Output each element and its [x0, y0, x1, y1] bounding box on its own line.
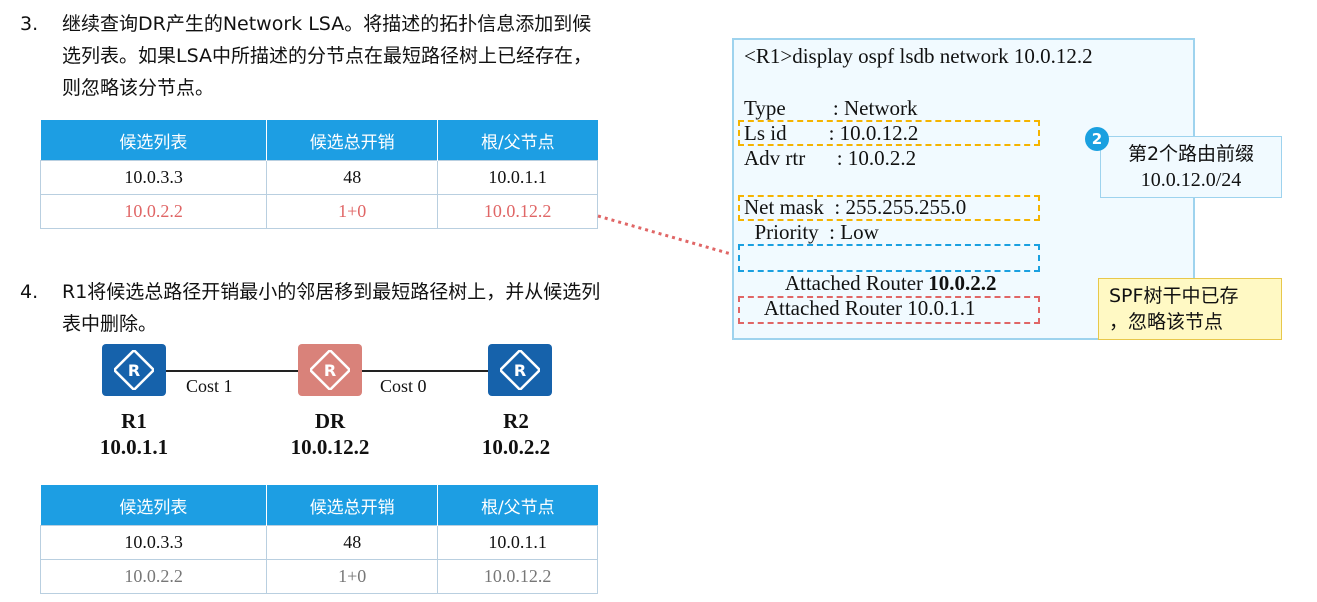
table-cell: 10.0.12.2 — [437, 559, 598, 594]
console-ls-id: Ls id : 10.0.12.2 — [744, 121, 919, 145]
router-icon: R — [310, 350, 350, 390]
console-attached-router-2: Attached Router 10.0.1.1 — [744, 296, 976, 320]
svg-text:R: R — [324, 361, 336, 380]
console-net-mask: Net mask : 255.255.255.0 — [744, 195, 967, 219]
table-cell: 10.0.2.2 — [39, 559, 268, 594]
svg-text:R: R — [514, 361, 526, 380]
table-cell: 10.0.3.3 — [39, 160, 268, 195]
router-ip: 10.0.1.1 — [99, 435, 169, 459]
table-header-row: 候选列表 候选总开销 根/父节点 — [40, 120, 598, 161]
column-header: 候选列表 — [40, 120, 268, 161]
table-cell: 10.0.1.1 — [437, 160, 598, 195]
router-ip: 10.0.2.2 — [481, 435, 551, 459]
router-name: R2 — [503, 409, 529, 433]
step-3-line-2: 选列表。如果LSA中所描述的分节点在最短路径树上已经存在， — [62, 45, 592, 67]
badge-number: 2 — [1091, 130, 1103, 148]
router-r1: R — [102, 344, 166, 396]
router-name: DR — [314, 409, 346, 433]
table-header-row: 候选列表 候选总开销 根/父节点 — [40, 485, 598, 526]
attached-router-1-highlight — [738, 244, 1040, 272]
route-prefix-callout: 第2个路由前缀 10.0.12.0/24 — [1100, 136, 1282, 198]
column-header: 根/父节点 — [437, 485, 598, 526]
table-cell: 10.0.2.2 — [39, 194, 268, 229]
table-cell: 1+0 — [266, 194, 439, 229]
spf-callout-line-2: ，忽略该节点 — [1109, 311, 1224, 333]
router-dr-label: DR 10.0.12.2 — [260, 408, 400, 460]
step-4-line-1: R1将候选总路径开销最小的邻居移到最短路径树上，并从候选列 — [62, 281, 601, 303]
callout-title: 第2个路由前缀 — [1127, 143, 1255, 165]
cost-label-1: Cost 1 — [186, 376, 233, 396]
step-3-line-1: 继续查询DR产生的Network LSA。将描述的拓扑信息添加到候 — [62, 13, 592, 35]
candidate-table-2: 候选列表 候选总开销 根/父节点 10.0.3.3 48 10.0.1.1 10… — [39, 485, 598, 594]
console-adv-rtr: Adv rtr : 10.0.2.2 — [744, 146, 917, 170]
net-mask-highlight — [738, 195, 1040, 221]
candidate-table-1: 候选列表 候选总开销 根/父节点 10.0.3.3 48 10.0.1.1 10… — [39, 120, 598, 229]
router-ip: 10.0.12.2 — [290, 435, 370, 459]
table-row-removed: 10.0.2.2 1+0 10.0.12.2 — [39, 559, 598, 594]
spf-callout: SPF树干中已存 ，忽略该节点 — [1098, 278, 1282, 340]
step-4: 4. R1将候选总路径开销最小的邻居移到最短路径树上，并从候选列 表中删除。 — [20, 276, 700, 342]
number-badge-icon: 2 — [1085, 127, 1109, 151]
router-r2: R — [488, 344, 552, 396]
table-cell: 1+0 — [266, 559, 439, 594]
attached-prefix: Attached Router — [765, 271, 929, 295]
console-attached-router-1: Attached Router 10.0.2.2 — [744, 246, 997, 321]
column-header: 候选列表 — [40, 485, 268, 526]
cost-label-2: Cost 0 — [380, 376, 427, 396]
ls-id-highlight — [738, 120, 1040, 146]
link-dr-r2 — [362, 370, 488, 372]
link-r1-dr — [166, 370, 298, 372]
attached-ip: 10.0.2.2 — [928, 271, 997, 295]
table-row: 10.0.3.3 48 10.0.1.1 — [39, 525, 598, 560]
table-cell: 10.0.1.1 — [437, 525, 598, 560]
step-4-number: 4. — [20, 281, 39, 303]
console-command: <R1>display ospf lsdb network 10.0.12.2 — [744, 44, 1093, 68]
attached-router-2-highlight — [738, 296, 1040, 324]
table-row: 10.0.3.3 48 10.0.1.1 — [39, 160, 598, 195]
column-header: 候选总开销 — [266, 485, 439, 526]
router-icon: R — [500, 350, 540, 390]
step-3-line-3: 则忽略该分节点。 — [62, 77, 215, 99]
router-dr: R — [298, 344, 362, 396]
column-header: 候选总开销 — [266, 120, 439, 161]
console-type: Type : Network — [744, 96, 918, 120]
dotted-connector — [597, 214, 739, 258]
spf-callout-line-1: SPF树干中已存 — [1109, 285, 1239, 307]
step-3-number: 3. — [20, 13, 39, 35]
router-r2-label: R2 10.0.2.2 — [446, 408, 586, 460]
step-3: 3. 继续查询DR产生的Network LSA。将描述的拓扑信息添加到候 选列表… — [20, 8, 700, 108]
console-priority: Priority : Low — [744, 220, 879, 244]
table-cell: 10.0.3.3 — [39, 525, 268, 560]
router-r1-label: R1 10.0.1.1 — [64, 408, 204, 460]
table-row-highlighted: 10.0.2.2 1+0 10.0.12.2 — [39, 194, 598, 229]
step-4-line-2: 表中删除。 — [62, 313, 158, 335]
svg-text:R: R — [128, 361, 140, 380]
router-name: R1 — [121, 409, 147, 433]
router-icon: R — [114, 350, 154, 390]
table-cell: 10.0.12.2 — [437, 194, 598, 229]
table-cell: 48 — [266, 160, 439, 195]
callout-prefix: 10.0.12.0/24 — [1140, 169, 1242, 191]
table-cell: 48 — [266, 525, 439, 560]
column-header: 根/父节点 — [437, 120, 598, 161]
